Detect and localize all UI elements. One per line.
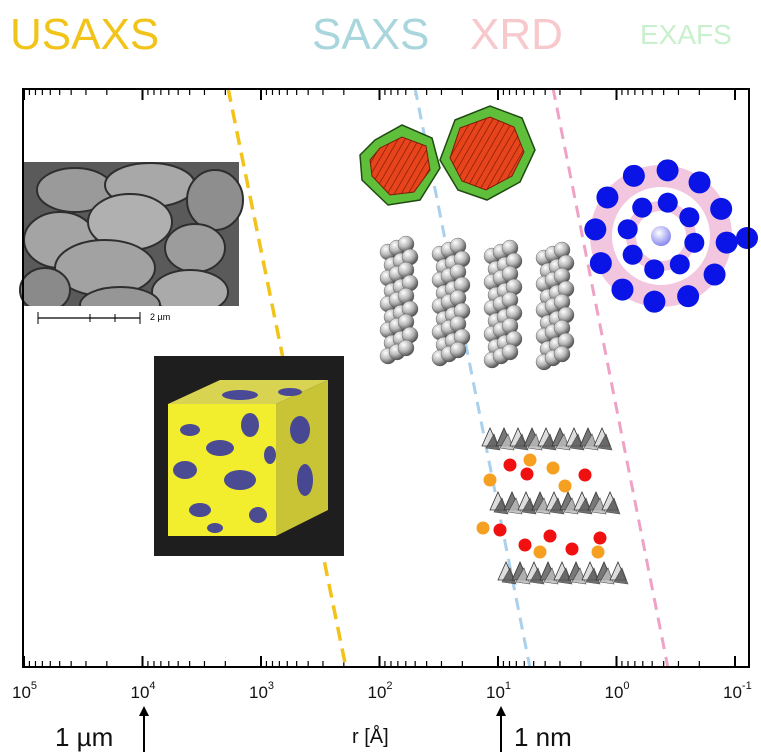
tick-label: 10-1 bbox=[723, 680, 752, 702]
nanometer-marker-label: 1 nm bbox=[514, 722, 572, 752]
tick-label: 103 bbox=[249, 680, 275, 702]
core-shell-particles bbox=[359, 105, 536, 206]
tick-label: 100 bbox=[604, 680, 630, 702]
sphere-stack-model bbox=[379, 235, 575, 371]
unit-arrows bbox=[139, 706, 506, 752]
plot-frame bbox=[22, 88, 750, 668]
exafs-label: EXAFS bbox=[640, 19, 732, 50]
tick-label: 105 bbox=[12, 680, 38, 702]
layered-crystal-model bbox=[476, 427, 629, 585]
saxs-label: SAXS bbox=[312, 10, 430, 59]
xrd-label: XRD bbox=[470, 10, 563, 59]
micrometer-marker-label: 1 µm bbox=[55, 722, 114, 752]
tick-label: 102 bbox=[367, 680, 393, 702]
tick-label: 104 bbox=[130, 680, 156, 702]
porous-cube-image bbox=[154, 356, 344, 556]
axis-title: r [Å] bbox=[352, 726, 389, 748]
atomic-shell-model bbox=[584, 159, 758, 313]
usaxs-label: USAXS bbox=[10, 10, 160, 59]
sem-scale-text: 2 µm bbox=[150, 312, 171, 322]
tick-label: 101 bbox=[486, 680, 512, 702]
sem-micrograph bbox=[19, 162, 244, 340]
